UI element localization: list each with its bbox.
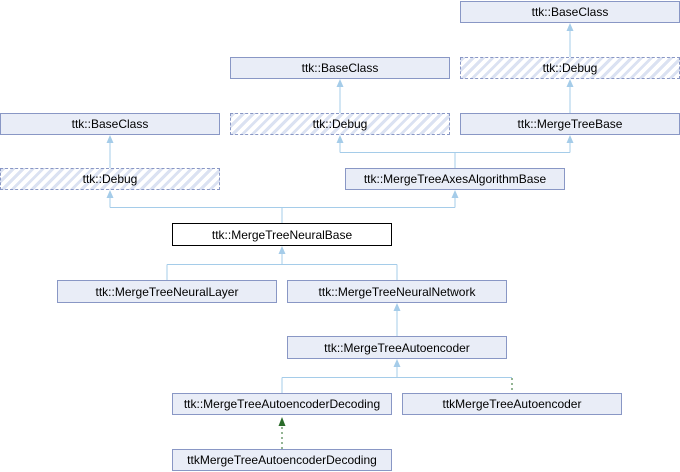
arrowhead (336, 135, 344, 143)
arrowhead (566, 135, 574, 143)
edge-children-to-autoencoder (281, 367, 512, 393)
arrowhead (336, 79, 344, 87)
class-node-ttkmergetreeautoencoderdecoding[interactable]: ttkMergeTreeAutoencoderDecoding (172, 449, 392, 471)
edge-axesbase-to-parents (339, 143, 571, 168)
arrowhead (566, 23, 574, 31)
class-node-ttk-mergetreeautoencoder[interactable]: ttk::MergeTreeAutoencoder (287, 336, 507, 359)
class-node-ttk-mergetreeneuralbase-current: ttk::MergeTreeNeuralBase (172, 223, 392, 246)
arrowhead-green (278, 417, 286, 426)
class-node-ttk-mergetreebase[interactable]: ttk::MergeTreeBase (460, 113, 680, 135)
arrowhead (393, 359, 401, 367)
class-node-ttk-mergetreeautoencoderdecoding[interactable]: ttk::MergeTreeAutoencoderDecoding (172, 393, 392, 415)
class-node-ttk-mergetreeaxesalgorithmbase[interactable]: ttk::MergeTreeAxesAlgorithmBase (345, 168, 565, 190)
arrowhead (393, 303, 401, 311)
class-node-ttk-baseclass-2[interactable]: ttk::BaseClass (230, 57, 450, 79)
arrowhead (451, 190, 459, 198)
arrowhead (106, 135, 114, 143)
edge-neuralbase-to-parents (109, 198, 456, 223)
class-node-ttk-mergetreeneuralnetwork[interactable]: ttk::MergeTreeNeuralNetwork (287, 280, 507, 303)
edge-children-to-neuralbase (166, 254, 398, 280)
arrowhead (566, 79, 574, 87)
arrowhead (278, 246, 286, 254)
class-node-ttk-debug-1[interactable]: ttk::Debug (460, 57, 680, 79)
class-node-ttk-mergetreeneurallayer[interactable]: ttk::MergeTreeNeuralLayer (57, 280, 277, 303)
class-node-ttk-debug-3[interactable]: ttk::Debug (0, 168, 220, 190)
arrowhead (106, 190, 114, 198)
class-node-ttk-debug-2[interactable]: ttk::Debug (230, 113, 450, 135)
class-node-ttk-baseclass-1[interactable]: ttk::BaseClass (460, 1, 680, 23)
class-node-ttkmergetreeautoencoder[interactable]: ttkMergeTreeAutoencoder (402, 393, 622, 415)
class-node-ttk-baseclass-3[interactable]: ttk::BaseClass (0, 113, 220, 135)
